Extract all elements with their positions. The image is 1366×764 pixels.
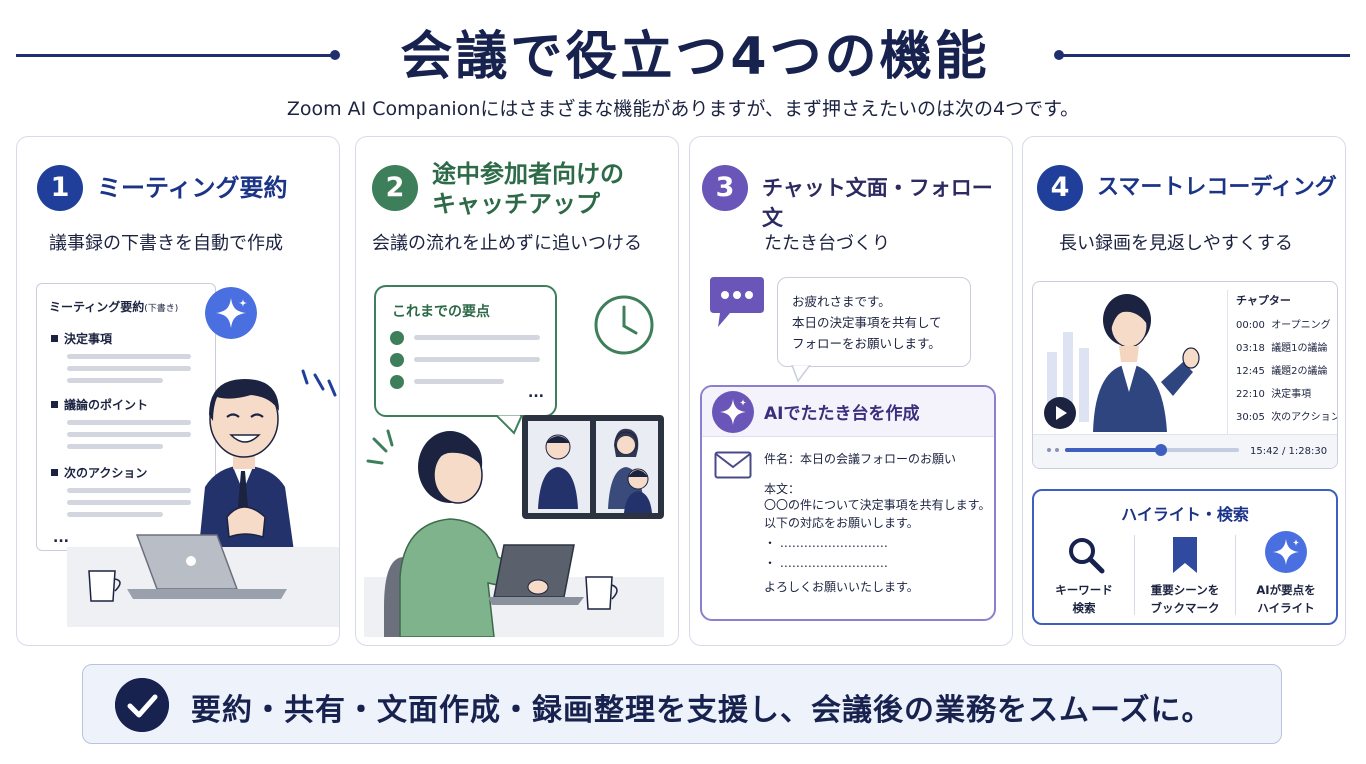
summary-doc-section: 次のアクション xyxy=(51,464,147,481)
feature-card-meeting-summary: 1 ミーティング要約 議事録の下書きを自動で作成 ミーティング要約(下書き) 決… xyxy=(16,136,340,646)
seek-progress xyxy=(1065,448,1161,452)
mail-body-item: ・ ……………………… xyxy=(764,536,888,550)
title-dot-left xyxy=(330,50,340,60)
mail-closing: よろしくお願いいたします。 xyxy=(764,580,919,594)
check-icon xyxy=(390,353,404,367)
chat-message-text: お疲れさまです。 本日の決定事項を共有して フォローをお願いします。 xyxy=(792,294,942,351)
presenter-illustration xyxy=(1047,294,1200,432)
keyword-search-label: キーワード 検索 xyxy=(1055,583,1113,615)
bookmark-feature[interactable]: 重要シーンを ブックマーク xyxy=(1135,531,1235,617)
chat-message-bubble: お疲れさまです。 本日の決定事項を共有して フォローをお願いします。 xyxy=(777,277,971,367)
ai-highlight-label: AIが要点を ハイライト xyxy=(1256,583,1316,615)
ai-draft-mail-card: AIでたたき台を作成 件名：本日の会議フォローのお願い 本文： 〇〇の件について… xyxy=(700,385,996,621)
catch-up-bubble-title: これまでの要点 xyxy=(392,304,490,320)
feature-title: ミーティング要約 xyxy=(97,174,288,202)
ai-highlight-feature[interactable]: AIが要点を ハイライト xyxy=(1236,531,1336,617)
feature-description: たたき台づくり xyxy=(764,233,890,254)
chapter-item[interactable]: 12:45 議題2の議論 xyxy=(1236,366,1328,377)
chapter-item[interactable]: 00:00 オープニング xyxy=(1236,320,1331,331)
bubble-tail xyxy=(791,365,811,383)
feature-number-badge: 1 xyxy=(37,165,83,211)
summary-banner: 要約・共有・文面作成・録画整理を支援し、会議後の業務をスムーズに。 xyxy=(82,664,1282,744)
feature-card-smart-recording: 4 スマートレコーディング 長い録画を見返しやすくする チャプター 00:00 … xyxy=(1022,136,1346,646)
feature-card-chat-draft: 3 チャット文面・フォロー文 たたき台づくり お疲れさまです。 本日の決定事項を… xyxy=(689,136,1013,646)
feature-description: 議事録の下書きを自動で作成 xyxy=(49,233,283,254)
chapter-list-title: チャプター xyxy=(1236,294,1291,307)
feature-card-catch-up: 2 途中参加者向けの キャッチアップ 会議の流れを止めずに追いつける これまでの… xyxy=(355,136,679,646)
summary-doc-more: ... xyxy=(53,530,69,546)
summary-document: ミーティング要約(下書き) 決定事項 議論のポイント 次のアクション ... xyxy=(36,283,216,551)
woman-laptop-illustration xyxy=(364,429,664,637)
time-display: 15:42 / 1:28:30 xyxy=(1250,446,1328,457)
feature-title: チャット文面・フォロー文 xyxy=(762,176,993,230)
chapter-divider xyxy=(1227,290,1228,438)
seek-handle[interactable] xyxy=(1154,444,1167,456)
summary-doc-section: 議論のポイント xyxy=(51,396,148,413)
feature-description: 会議の流れを止めずに追いつける xyxy=(372,233,642,254)
feature-number-badge: 4 xyxy=(1037,165,1083,211)
check-circle-icon xyxy=(115,678,169,732)
bookmark-label: 重要シーンを ブックマーク xyxy=(1150,583,1220,615)
highlight-search-title: ハイライト・検索 xyxy=(1121,505,1249,524)
check-icon xyxy=(390,331,404,345)
check-icon xyxy=(390,375,404,389)
highlight-search-box: ハイライト・検索 キーワード 検索 重要シーンを ブックマーク xyxy=(1032,489,1338,625)
recording-player[interactable]: チャプター 00:00 オープニング 03:18 議題1の議論 12:45 議題… xyxy=(1032,281,1338,469)
mail-body-line: 〇〇の件について決定事項を共有します。 xyxy=(764,498,991,512)
page-subtitle: Zoom AI Companionにはさまざまな機能がありますが、まず押さえたい… xyxy=(286,98,1080,120)
feature-title: スマートレコーディング xyxy=(1097,175,1337,200)
chapter-item[interactable]: 03:18 議題1の議論 xyxy=(1236,343,1328,354)
seek-bar[interactable] xyxy=(1065,444,1239,456)
summary-banner-text: 要約・共有・文面作成・録画整理を支援し、会議後の業務をスムーズに。 xyxy=(191,693,1213,728)
play-icon[interactable] xyxy=(1043,396,1077,430)
keyword-search-feature[interactable]: キーワード 検索 xyxy=(1034,531,1134,617)
chat-bubble-icon xyxy=(710,277,764,327)
clock-icon xyxy=(594,295,654,355)
title-row: 会議で役立つ4つの機能 xyxy=(0,8,1366,88)
mail-icon xyxy=(714,451,752,479)
businessman-laptop-illustration xyxy=(67,369,339,627)
ai-sparkle-icon xyxy=(712,391,754,433)
sparkle-icon xyxy=(1265,531,1307,573)
summary-doc-section: 決定事項 xyxy=(51,330,112,347)
mail-body-line: 以下の対応をお願いします。 xyxy=(764,516,919,530)
title-divider-left xyxy=(16,54,334,57)
catch-up-bubble: これまでの要点 ... xyxy=(374,285,557,417)
catch-up-more: ... xyxy=(528,385,544,401)
page-title: 会議で役立つ4つの機能 xyxy=(400,27,990,87)
ai-draft-header: AIでたたき台を作成 xyxy=(702,387,994,437)
feature-description: 長い録画を見返しやすくする xyxy=(1059,233,1293,254)
bubble-tail xyxy=(496,415,524,435)
bookmark-icon xyxy=(1173,537,1197,573)
chapter-item[interactable]: 30:05 次のアクション xyxy=(1236,412,1338,423)
mail-body-label: 本文： xyxy=(764,482,801,496)
ai-draft-title: AIでたたき台を作成 xyxy=(764,404,920,424)
chapter-item[interactable]: 22:10 決定事項 xyxy=(1236,389,1312,400)
video-call-screen xyxy=(522,415,664,519)
feature-title: 途中参加者向けの キャッチアップ xyxy=(432,160,624,218)
feature-number-badge: 3 xyxy=(702,165,748,211)
summary-doc-title: ミーティング要約(下書き) xyxy=(49,300,179,314)
feature-number-badge: 2 xyxy=(372,165,418,211)
title-divider-right xyxy=(1058,54,1350,57)
ai-sparkle-icon xyxy=(205,287,257,339)
mail-subject: 件名：本日の会議フォローのお願い xyxy=(764,452,957,466)
search-icon xyxy=(1069,538,1105,574)
mail-body-item: ・ ……………………… xyxy=(764,556,888,570)
